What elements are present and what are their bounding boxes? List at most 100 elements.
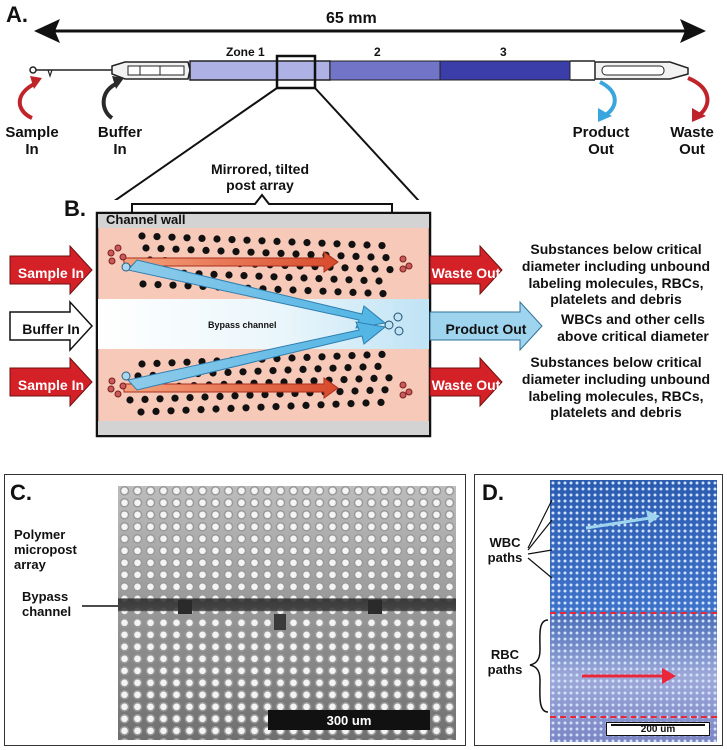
- post: [217, 247, 225, 255]
- post: [303, 353, 311, 361]
- post: [288, 354, 296, 362]
- post: [182, 406, 190, 414]
- post: [330, 275, 338, 283]
- post: [374, 362, 382, 370]
- channel-wall-top: [98, 214, 429, 228]
- post: [341, 264, 349, 272]
- post: [231, 392, 239, 400]
- sample-flow-arrow-bottom: [123, 377, 339, 399]
- post: [382, 254, 390, 262]
- divider-dashed-top: [550, 612, 717, 614]
- post: [142, 244, 150, 252]
- divider-dashed-bottom: [550, 716, 717, 718]
- post: [227, 404, 235, 412]
- input-label-sample-bottom: Sample In: [17, 377, 85, 393]
- post: [247, 248, 255, 256]
- bypass-notch: [178, 600, 192, 614]
- channel-wall-bottom: [98, 421, 429, 435]
- cells-right: [384, 255, 413, 399]
- post: [255, 272, 263, 280]
- post: [169, 281, 177, 289]
- zone-3-label: 3: [500, 45, 507, 59]
- post: [138, 232, 146, 240]
- post: [302, 401, 310, 409]
- post: [367, 253, 375, 261]
- bypass-channel-label: Bypass channel: [208, 320, 277, 330]
- post: [304, 287, 312, 295]
- post: [285, 273, 293, 281]
- waste-out-curved-arrow: [687, 76, 710, 118]
- zone-2-label: 2: [374, 45, 381, 59]
- sample-inlet-port: [29, 66, 37, 74]
- post: [216, 392, 224, 400]
- bypass-notch: [274, 614, 286, 630]
- post: [184, 282, 192, 290]
- scale-bar-c-label: 300 um: [326, 712, 372, 728]
- post: [292, 250, 300, 258]
- post: [370, 374, 378, 382]
- post: [348, 352, 356, 360]
- post: [314, 365, 322, 373]
- array-bracket: [131, 193, 393, 212]
- post: [270, 273, 278, 281]
- post: [318, 239, 326, 247]
- post: [378, 242, 386, 250]
- post: [246, 391, 254, 399]
- post: [202, 246, 210, 254]
- post: [239, 368, 247, 376]
- post: [183, 234, 191, 242]
- zone-2: [329, 60, 441, 81]
- post: [360, 276, 368, 284]
- scale-bar-d-label: 200 um: [640, 724, 676, 735]
- post: [379, 290, 387, 298]
- post: [381, 386, 389, 394]
- post: [240, 272, 248, 280]
- post: [139, 280, 147, 288]
- post: [156, 395, 164, 403]
- post: [352, 252, 360, 260]
- buffer-in-curved-arrow: [101, 81, 119, 120]
- post: [337, 252, 345, 260]
- post: [359, 363, 367, 371]
- post: [347, 400, 355, 408]
- input-label-buffer: Buffer In: [22, 321, 80, 337]
- post: [225, 271, 233, 279]
- input-label-sample-top: Sample In: [17, 265, 85, 281]
- post: [348, 240, 356, 248]
- post: [356, 264, 364, 272]
- output-arrow-product: [429, 300, 543, 352]
- post: [332, 400, 340, 408]
- post: [288, 238, 296, 246]
- post: [198, 234, 206, 242]
- post: [171, 394, 179, 402]
- post: [257, 403, 265, 411]
- zone-1-label: Zone 1: [226, 45, 265, 59]
- post: [386, 266, 394, 274]
- post: [362, 399, 370, 407]
- panel-b-letter: B.: [64, 196, 86, 221]
- post: [378, 350, 386, 358]
- post: [375, 277, 383, 285]
- panel-d-letter: D.: [482, 480, 504, 505]
- post: [269, 367, 277, 375]
- post: [201, 393, 209, 401]
- post: [317, 401, 325, 409]
- post: [258, 237, 266, 245]
- zoom-box: [275, 54, 317, 90]
- fluorescence-path-image: [550, 480, 717, 742]
- post: [261, 391, 269, 399]
- post: [349, 288, 357, 296]
- post: [243, 236, 251, 244]
- bypass-notch: [368, 600, 382, 614]
- length-arrowhead-right: [680, 19, 706, 43]
- post: [329, 364, 337, 372]
- post: [277, 249, 285, 257]
- post: [273, 237, 281, 245]
- post: [310, 377, 318, 385]
- sem-micropost-image: [118, 486, 456, 740]
